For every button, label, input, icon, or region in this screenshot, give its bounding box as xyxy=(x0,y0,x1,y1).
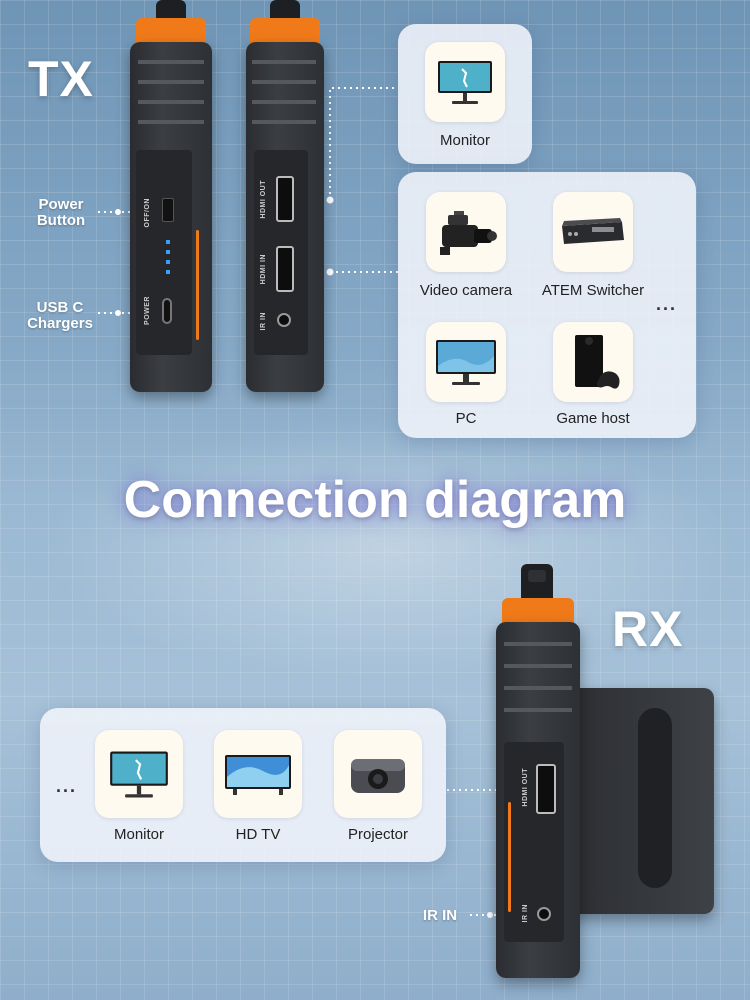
usb-c-port[interactable] xyxy=(162,298,172,324)
source-game-host-label: Game host xyxy=(556,410,630,427)
tx-output-monitor-tile[interactable] xyxy=(425,42,505,122)
source-atem-switcher-label: ATEM Switcher xyxy=(541,282,645,299)
tx-ir-in-marking: IR IN xyxy=(260,312,267,331)
atem-switcher-icon xyxy=(562,218,624,244)
tx-label: TX xyxy=(28,51,94,107)
tv-icon xyxy=(225,755,291,795)
rx-hdmi-out-port[interactable] xyxy=(536,764,556,814)
display-projector-label: Projector xyxy=(347,826,409,843)
power-button-label: Power Button xyxy=(36,196,86,229)
display-projector-tile[interactable] xyxy=(334,730,422,818)
video-camera-icon xyxy=(440,211,497,255)
source-video-camera-label: Video camera xyxy=(419,282,513,299)
rx-label: RX xyxy=(612,601,684,657)
tx-hdmi-in-marking: HDMI IN xyxy=(260,254,267,285)
tx-output-monitor-label: Monitor xyxy=(439,132,491,149)
monitor-icon xyxy=(110,751,168,798)
ir-in-jack[interactable] xyxy=(277,313,291,327)
source-pc-label: PC xyxy=(455,410,477,427)
projector-icon xyxy=(351,759,405,793)
more-displays-dots: ... xyxy=(56,776,78,796)
rx-displays-panel: ... Monitor HD TV Projector xyxy=(40,708,446,862)
source-game-host-tile[interactable] xyxy=(553,322,633,402)
rx-ir-in-jack[interactable] xyxy=(537,907,551,921)
tx-output-panel: Monitor xyxy=(398,24,532,164)
hdmi-out-port[interactable] xyxy=(276,176,294,222)
tx-device-hdmi-side: HDMI OUT HDMI IN IR IN xyxy=(246,0,324,392)
display-hd-tv-tile[interactable] xyxy=(214,730,302,818)
tx-sources-panel: Video camera ATEM Switcher PC Game host … xyxy=(398,172,696,438)
display-monitor-tile[interactable] xyxy=(95,730,183,818)
rx-hdmi-out-marking: HDMI OUT xyxy=(522,768,529,807)
usb-c-chargers-label: USB C Chargers xyxy=(27,299,93,332)
monitor-icon xyxy=(438,61,492,104)
game-console-icon xyxy=(575,335,620,389)
tx-device-power-side: OFF/ON POWER xyxy=(130,0,212,392)
source-atem-switcher-tile[interactable] xyxy=(553,192,633,272)
tx-power-marking: POWER xyxy=(144,296,151,325)
tx-hdmi-out-marking: HDMI OUT xyxy=(260,180,267,219)
rx-ir-in-label: IR IN xyxy=(422,907,458,924)
rx-device: HDMI OUT IR IN xyxy=(496,562,714,978)
more-sources-dots: ... xyxy=(656,294,678,314)
power-switch[interactable] xyxy=(162,198,174,222)
display-hd-tv-label: HD TV xyxy=(235,826,281,843)
pc-monitor-icon xyxy=(436,340,496,385)
source-pc-tile[interactable] xyxy=(426,322,506,402)
hdmi-in-port[interactable] xyxy=(276,246,294,292)
diagram-title: Connection diagram xyxy=(123,471,627,529)
rx-mount-bracket xyxy=(566,688,714,914)
display-monitor-label: Monitor xyxy=(113,826,165,843)
source-video-camera-tile[interactable] xyxy=(426,192,506,272)
connector-hdmi-out xyxy=(329,87,398,200)
tx-on-off-marking: OFF/ON xyxy=(144,198,151,228)
signal-leds xyxy=(166,240,170,274)
rx-ir-in-marking: IR IN xyxy=(522,904,529,923)
